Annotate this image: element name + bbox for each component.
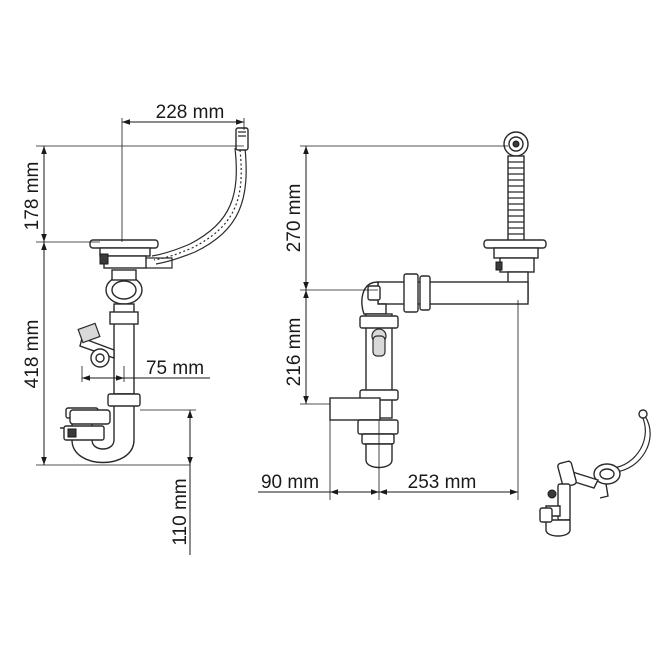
dim-90: 90 mm — [261, 472, 319, 493]
right-drain-assembly — [329, 131, 547, 469]
dim-253: 253 mm — [408, 472, 477, 493]
dim-418: 418 mm — [22, 320, 43, 389]
dim-178: 178 mm — [22, 162, 43, 231]
right-horizontal-pipe — [377, 281, 529, 305]
dim-75: 75 mm — [146, 358, 204, 379]
right-dimensions: 270 mm 216 mm 90 mm 253 mm — [258, 145, 519, 500]
isometric-thumbnail — [539, 409, 651, 537]
dim-216: 216 mm — [284, 318, 305, 387]
overflow-head — [235, 127, 249, 151]
dim-270: 270 mm — [284, 184, 305, 253]
right-strainer-plate — [483, 239, 547, 249]
left-drain-assembly — [60, 127, 249, 464]
left-dimensions: 228 mm 178 mm 418 mm 75 mm 110 mm — [22, 102, 245, 555]
dim-110: 110 mm — [170, 478, 191, 545]
left-branch-connector — [77, 322, 101, 344]
right-side-branch — [329, 397, 381, 421]
dim-228: 228 mm — [156, 102, 225, 123]
left-strainer-plate — [89, 239, 159, 249]
right-overflow-hose — [507, 155, 525, 243]
